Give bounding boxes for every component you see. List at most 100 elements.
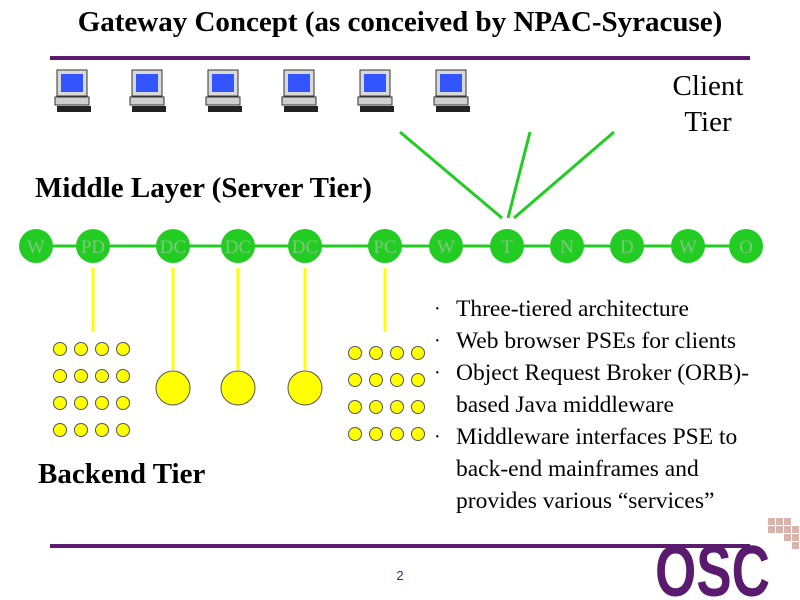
backend-node xyxy=(369,400,383,414)
bullet-item: · Middleware interfaces PSE to back-end ma… xyxy=(432,421,792,517)
bullet-line: Object Request Broker (ORB)- xyxy=(456,360,750,386)
workstation-icon xyxy=(281,69,318,112)
workstation-icon xyxy=(129,69,166,112)
backend-node xyxy=(116,423,130,437)
backend-tier-title: Backend Tier xyxy=(38,458,206,490)
server-node: W xyxy=(19,229,53,263)
server-node: T xyxy=(490,229,524,263)
backend-node xyxy=(53,396,67,410)
workstation-icon xyxy=(205,69,242,112)
backend-node xyxy=(390,427,404,441)
backend-node xyxy=(116,342,130,356)
backend-node xyxy=(74,396,88,410)
server-node: W xyxy=(429,229,463,263)
server-node-label: PC xyxy=(373,237,396,258)
logo-square xyxy=(776,526,783,533)
logo-square xyxy=(792,542,799,549)
backend-node xyxy=(411,346,425,360)
backend-node xyxy=(95,342,109,356)
workstation-icon xyxy=(357,69,394,112)
backend-node xyxy=(95,396,109,410)
bottom-divider xyxy=(50,544,750,548)
bullet-line: Middleware interfaces PSE to xyxy=(456,424,738,450)
backend-node xyxy=(390,373,404,387)
backend-node xyxy=(53,423,67,437)
server-node: DC xyxy=(221,229,255,263)
logo-square xyxy=(792,534,799,541)
client-connection-lines xyxy=(399,130,615,220)
bullet-item: · Object Request Broker (ORB)- based Java … xyxy=(432,357,792,421)
backend-node-grid xyxy=(348,346,425,441)
backend-node xyxy=(116,369,130,383)
logo-square xyxy=(784,534,791,541)
backend-connection-lines xyxy=(91,268,387,370)
backend-mainframe xyxy=(287,370,323,406)
bullet-list: ·Three-tiered architecture·Web browser P… xyxy=(432,293,792,517)
server-node-label: DC xyxy=(225,237,251,258)
bullet-line: Three-tiered architecture xyxy=(456,296,689,322)
bullet-dot: · xyxy=(434,426,441,448)
bullet-line: provides various “services” xyxy=(456,488,715,514)
logo-square xyxy=(784,526,791,533)
server-node: PC xyxy=(368,229,402,263)
backend-node xyxy=(348,373,362,387)
server-node-label: D xyxy=(620,237,634,258)
logo-square xyxy=(768,526,775,533)
backend-node xyxy=(369,346,383,360)
page-number: 2 xyxy=(396,568,404,583)
client-workstations xyxy=(54,69,470,112)
osc-logo: OSC xyxy=(655,518,799,600)
client-tier-line: Client xyxy=(672,70,744,102)
backend-node xyxy=(53,342,67,356)
backend-node xyxy=(74,423,88,437)
client-tier-line: Tier xyxy=(684,106,732,138)
server-node-label: W xyxy=(437,237,455,258)
backend-node xyxy=(95,423,109,437)
backend-node xyxy=(348,346,362,360)
bullet-dot: · xyxy=(434,362,441,384)
backend-node xyxy=(369,373,383,387)
client-connection-line xyxy=(506,131,532,219)
backend-node xyxy=(348,400,362,414)
backend-node xyxy=(369,427,383,441)
server-node: W xyxy=(671,229,705,263)
workstation-icon xyxy=(433,69,470,112)
backend-node xyxy=(74,342,88,356)
bullet-dot: · xyxy=(434,330,441,352)
top-divider xyxy=(50,56,750,60)
client-connection-line xyxy=(399,130,503,220)
bullet-item: · Three-tiered architecture xyxy=(432,293,792,325)
server-node-label: W xyxy=(679,237,697,258)
server-node: N xyxy=(550,229,584,263)
server-node: O xyxy=(729,229,763,263)
logo-square xyxy=(784,518,791,525)
server-node-label: T xyxy=(501,237,513,258)
workstation-icon xyxy=(54,69,91,112)
backend-node xyxy=(390,346,404,360)
logo-squares xyxy=(768,518,799,549)
bullet-line: back-end mainframes and xyxy=(456,456,699,482)
logo-square xyxy=(768,518,775,525)
backend-node xyxy=(411,373,425,387)
server-node-label: DC xyxy=(292,237,318,258)
backend-node-grid xyxy=(53,342,130,437)
server-node-label: O xyxy=(739,237,753,258)
backend-node xyxy=(411,400,425,414)
backend-mainframe xyxy=(220,370,256,406)
bullet-dot: · xyxy=(434,298,441,320)
bullet-line: based Java middleware xyxy=(456,392,674,418)
client-tier-label: Client Tier xyxy=(660,68,756,140)
server-node: PD xyxy=(76,229,110,263)
server-node: D xyxy=(610,229,644,263)
backend-node xyxy=(53,369,67,383)
server-node: DC xyxy=(288,229,322,263)
logo-text: OSC xyxy=(655,532,770,600)
client-connection-line xyxy=(513,130,615,220)
backend-node xyxy=(74,369,88,383)
backend-node xyxy=(390,400,404,414)
backend-resources xyxy=(53,342,425,441)
logo-square xyxy=(776,518,783,525)
backend-node xyxy=(411,427,425,441)
